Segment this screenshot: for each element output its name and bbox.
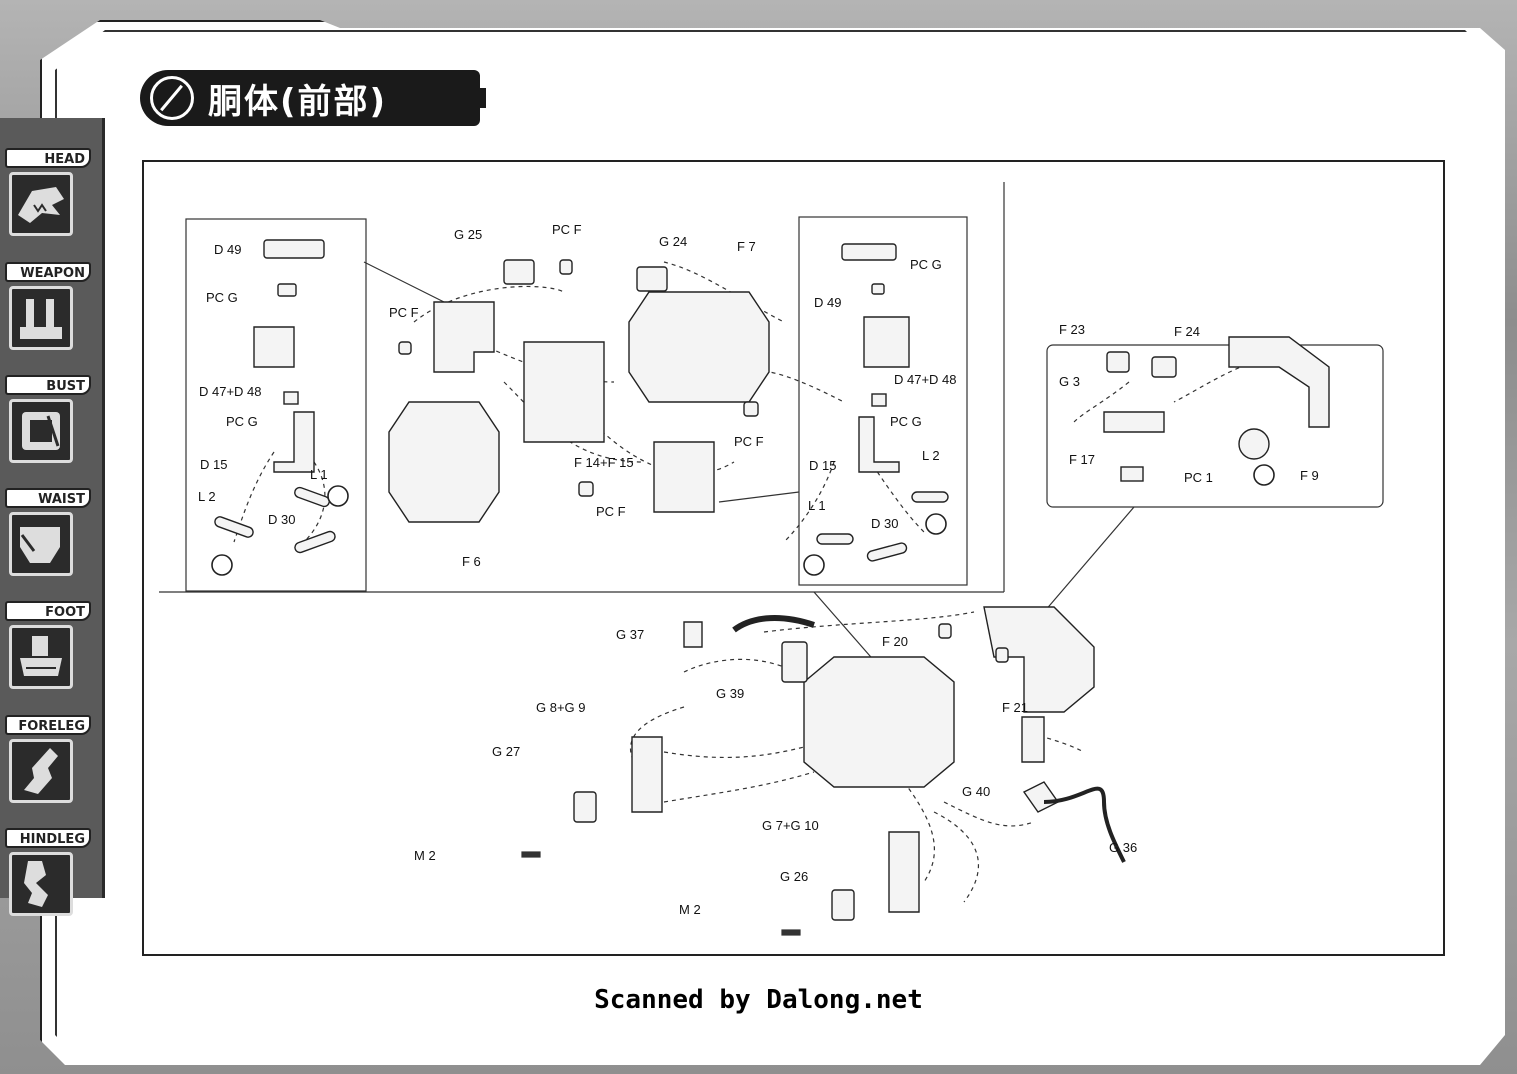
- part-label: G 7+G 10: [762, 818, 819, 833]
- waist-icon: [9, 512, 73, 576]
- part-label: D 47+D 48: [199, 384, 262, 399]
- part-label: PC F: [552, 222, 582, 237]
- part-label: F 9: [1300, 468, 1319, 483]
- sidebar-item-label: WEAPON: [5, 262, 91, 282]
- part-label: D 49: [814, 295, 842, 310]
- sidebar-item-bust[interactable]: BUST: [5, 375, 97, 475]
- sidebar-item-label: HEAD: [5, 148, 91, 168]
- part-label: L 1: [808, 498, 826, 513]
- part-label: F 14+F 15: [574, 455, 634, 470]
- sidebar-item-weapon[interactable]: WEAPON: [5, 262, 97, 362]
- part-label: PC G: [226, 414, 258, 429]
- sidebar-item-foreleg[interactable]: FORELEG: [5, 715, 97, 815]
- part-label: L 2: [198, 489, 216, 504]
- part-label: F 17: [1069, 452, 1096, 467]
- sidebar-item-waist[interactable]: WAIST: [5, 488, 97, 588]
- sidebar-item-label: FORELEG: [5, 715, 91, 735]
- part-label: D 47+D 48: [894, 372, 957, 387]
- part-label: G 27: [492, 744, 521, 759]
- sidebar-item-foot[interactable]: FOOT: [5, 601, 97, 701]
- part-label: G 39: [716, 686, 745, 701]
- part-label: D 30: [871, 516, 899, 531]
- compass-icon: [150, 76, 194, 120]
- sidebar-item-label: HINDLEG: [5, 828, 91, 848]
- hindleg-icon: [9, 852, 73, 916]
- part-label: PC F: [596, 504, 626, 519]
- part-label: F 24: [1174, 324, 1201, 339]
- part-label: F 6: [462, 554, 481, 569]
- part-label: G 36: [1109, 840, 1138, 855]
- sidebar-item-label: BUST: [5, 375, 91, 395]
- part-label: PC 1: [1184, 470, 1213, 485]
- part-label: F 23: [1059, 322, 1086, 337]
- part-label: M 2: [414, 848, 436, 863]
- part-label: PC F: [734, 434, 764, 449]
- part-label: M 2: [679, 902, 701, 917]
- part-label: PC G: [206, 290, 238, 305]
- sidebar-item-hindleg[interactable]: HINDLEG: [5, 828, 97, 928]
- weapon-icon: [9, 286, 73, 350]
- sidebar-item-head[interactable]: HEAD: [5, 148, 97, 248]
- part-label: PC G: [910, 257, 942, 272]
- sidebar-item-label: WAIST: [5, 488, 91, 508]
- part-label: G 3: [1059, 374, 1080, 389]
- part-label: L 1: [310, 467, 328, 482]
- part-label: D 49: [214, 242, 242, 257]
- part-label: D 30: [268, 512, 296, 527]
- foot-icon: [9, 625, 73, 689]
- footer-credit: Scanned by Dalong.net: [594, 985, 923, 1015]
- bust-icon: [9, 399, 73, 463]
- page-title: 胴体(前部): [208, 81, 388, 122]
- part-label: G 24: [659, 234, 688, 249]
- part-label: D 15: [200, 457, 228, 472]
- assembly-diagram: D 49 PC G D 47+D 48 PC G D 15 L 1 L 2 D …: [142, 160, 1445, 956]
- part-label: L 2: [922, 448, 940, 463]
- part-label: G 26: [780, 869, 809, 884]
- part-label: F 20: [882, 634, 909, 649]
- sidebar: HEAD WEAPON BUST WAIST FOOT FORELEG HI: [0, 118, 105, 916]
- head-icon: [9, 172, 73, 236]
- part-label: G 25: [454, 227, 483, 242]
- section-title-banner: 胴体(前部): [140, 70, 486, 126]
- part-label: G 8+G 9: [536, 700, 586, 715]
- foreleg-icon: [9, 739, 73, 803]
- part-label: D 15: [809, 458, 837, 473]
- part-label: F 21: [1002, 700, 1029, 715]
- part-label: G 37: [616, 627, 645, 642]
- diagram-lines: [159, 182, 1384, 936]
- sidebar-item-label: FOOT: [5, 601, 91, 621]
- part-label: F 7: [737, 239, 756, 254]
- part-label: PC F: [389, 305, 419, 320]
- part-label: PC G: [890, 414, 922, 429]
- part-label: G 40: [962, 784, 991, 799]
